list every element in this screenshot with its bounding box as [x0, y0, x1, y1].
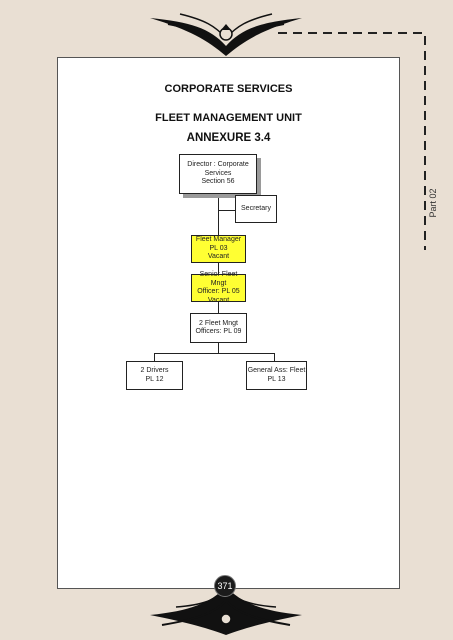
bottom-ornament — [150, 587, 302, 635]
connector-manager-senior — [218, 263, 219, 274]
org-box-secretary: Secretary — [235, 195, 277, 223]
page-number-badge: 371 — [214, 575, 236, 597]
annexure-title: ANNEXURE 3.4 — [186, 132, 271, 144]
top-ornament — [150, 13, 302, 56]
connector-horizontal — [154, 353, 274, 354]
org-box-officers: 2 Fleet Mngt Officers: PL 09 — [190, 313, 247, 343]
document-page: CORPORATE SERVICES FLEET MANAGEMENT UNIT… — [57, 57, 400, 589]
connector-secretary — [218, 210, 235, 211]
unit-title: FLEET MANAGEMENT UNIT — [155, 112, 302, 124]
org-box-drivers: 2 Drivers PL 12 — [126, 361, 183, 390]
connector-director-manager — [218, 194, 219, 235]
connector-officers-branch — [218, 343, 219, 353]
org-box-fleet-manager: Fleet Manager PL 03 Vacant — [191, 235, 246, 263]
org-box-general-assistant: General Ass: Fleet PL 13 — [246, 361, 307, 390]
org-box-senior-officer: Senior Fleet Mngt Officer: PL 05 Vacant — [191, 271, 246, 304]
section-title: CORPORATE SERVICES — [164, 83, 293, 95]
connector-senior-officers — [218, 302, 219, 313]
part-label: Part 02 — [428, 188, 438, 218]
org-box-director: Director : Corporate Services Section 56 — [179, 154, 257, 194]
connector-drivers — [154, 353, 155, 361]
connector-general-assistant — [274, 353, 275, 361]
